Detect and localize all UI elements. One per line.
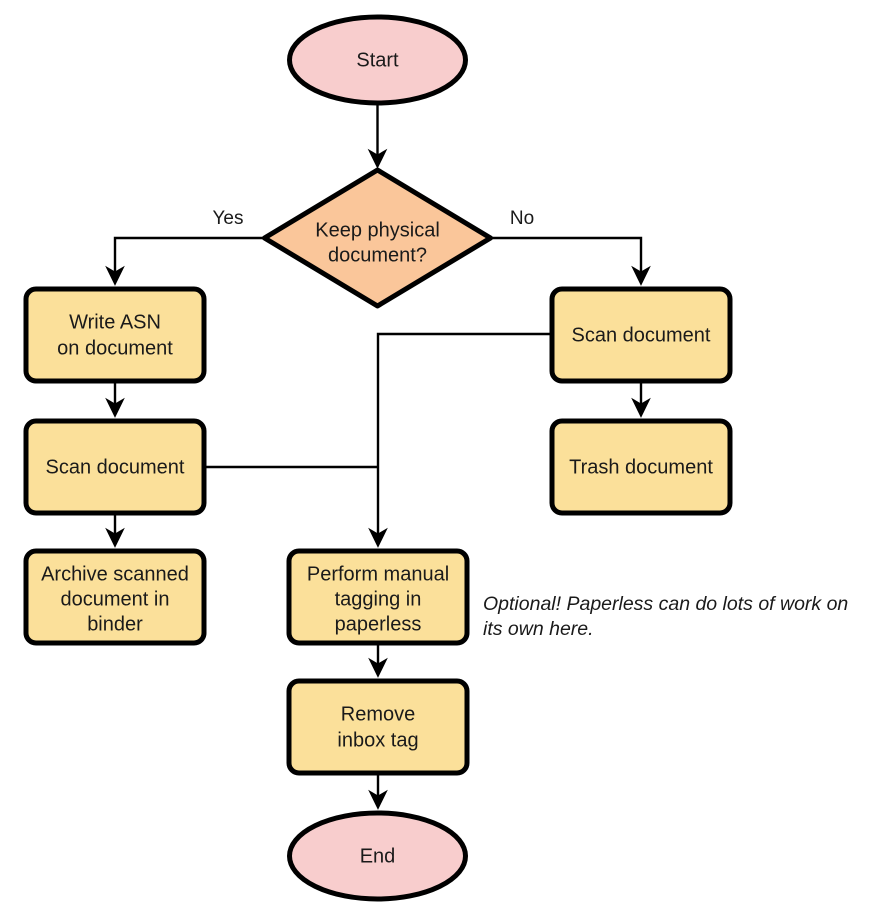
end-label: End xyxy=(360,845,396,867)
archive-binder-label-line3: binder xyxy=(87,613,143,635)
edge-decision-no: No xyxy=(490,208,651,286)
node-layer: Start Keep physical document? Write ASN … xyxy=(23,14,733,902)
trash-document-label: Trash document xyxy=(569,456,713,478)
write-asn-label-line2: on document xyxy=(57,337,173,359)
optional-note: Optional! Paperless can do lots of work … xyxy=(483,593,848,640)
archive-binder-label-line1: Archive scanned xyxy=(41,563,189,585)
write-asn-label-line1: Write ASN xyxy=(69,311,161,333)
scan-document-left-box[interactable] xyxy=(23,418,207,516)
manual-tagging-label-line3: paperless xyxy=(335,613,422,635)
annotation-layer: Optional! Paperless can do lots of work … xyxy=(483,593,848,640)
archive-binder-box[interactable] xyxy=(23,548,207,646)
remove-inbox-tag-box[interactable] xyxy=(286,678,470,776)
node-archive-binder[interactable]: Archive scanned document in binder xyxy=(23,548,207,646)
node-write-asn[interactable]: Write ASN on document xyxy=(23,286,207,384)
manual-tagging-label-line2: tagging in xyxy=(335,588,422,610)
node-start[interactable]: Start xyxy=(287,14,468,106)
node-scan-document-left[interactable]: Scan document xyxy=(23,418,207,516)
decision-label-line1: Keep physical xyxy=(315,219,440,241)
edge-label-yes: Yes xyxy=(213,208,244,229)
node-trash-document[interactable]: Trash document xyxy=(549,418,733,516)
node-remove-inbox-tag[interactable]: Remove inbox tag xyxy=(286,678,470,776)
node-manual-tagging[interactable]: Perform manual tagging in paperless xyxy=(286,548,470,646)
trash-document-box[interactable] xyxy=(549,418,733,516)
decision-diamond[interactable] xyxy=(262,167,493,309)
scan-document-right-box[interactable] xyxy=(549,286,733,384)
scan-document-right-label: Scan document xyxy=(572,324,711,346)
start-ellipse[interactable] xyxy=(287,14,468,106)
remove-inbox-tag-label-line2: inbox tag xyxy=(337,729,418,751)
node-decision-keep-physical[interactable]: Keep physical document? xyxy=(262,167,493,309)
start-label: Start xyxy=(356,49,399,71)
write-asn-box[interactable] xyxy=(23,286,207,384)
node-end[interactable]: End xyxy=(287,810,468,902)
scan-document-left-label: Scan document xyxy=(46,456,185,478)
remove-inbox-tag-label-line1: Remove xyxy=(341,703,415,725)
optional-note-line2: its own here. xyxy=(483,618,594,640)
manual-tagging-label-line1: Perform manual xyxy=(307,563,449,585)
archive-binder-label-line2: document in xyxy=(61,588,170,610)
edge-scan-right-to-tagging xyxy=(368,332,552,548)
node-scan-document-right[interactable]: Scan document xyxy=(549,286,733,384)
decision-label-line2: document? xyxy=(328,244,427,266)
edge-decision-yes: Yes xyxy=(105,208,265,286)
edge-path xyxy=(490,236,651,286)
edge-path xyxy=(368,332,552,548)
edge-path xyxy=(105,236,265,286)
manual-tagging-box[interactable] xyxy=(286,548,470,646)
edge-layer: Yes No xyxy=(105,103,651,810)
end-ellipse[interactable] xyxy=(287,810,468,902)
edge-label-no: No xyxy=(510,208,534,229)
optional-note-line1: Optional! Paperless can do lots of work … xyxy=(483,593,848,615)
